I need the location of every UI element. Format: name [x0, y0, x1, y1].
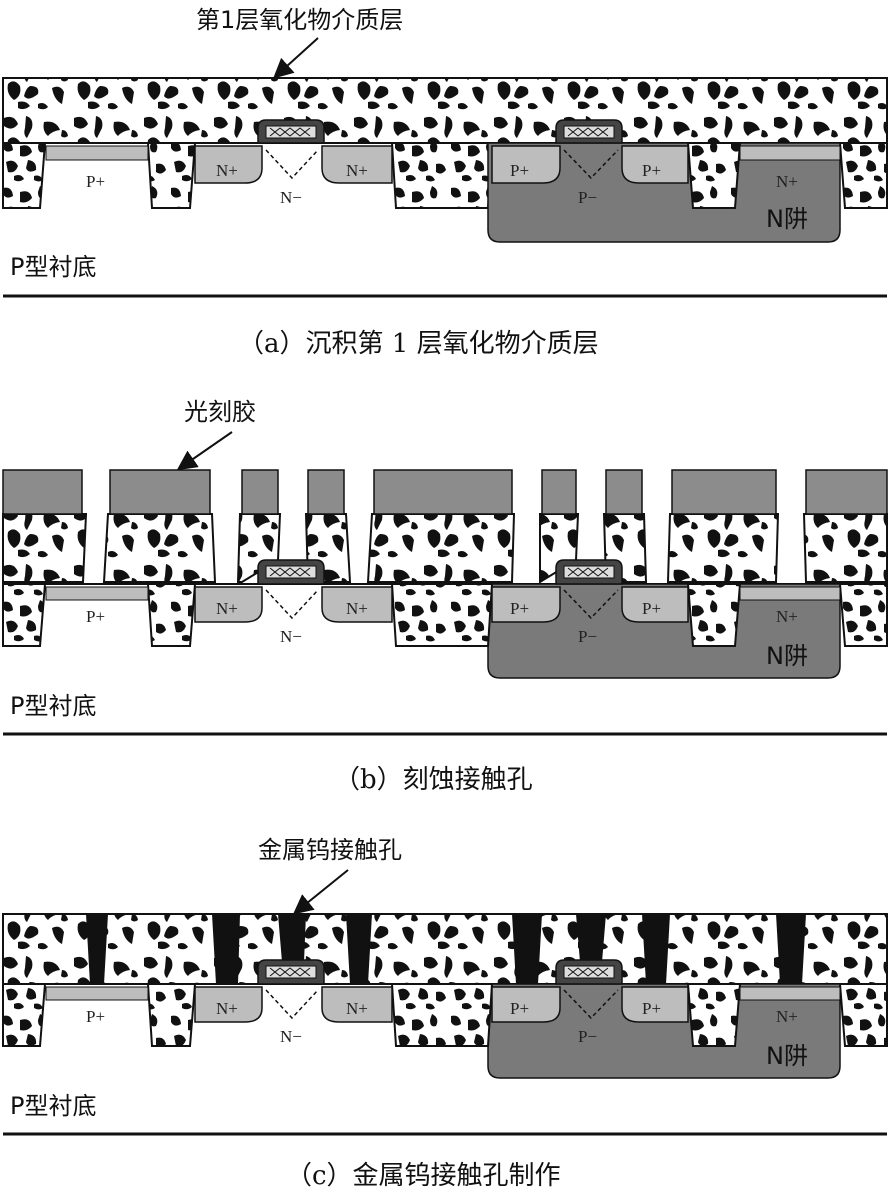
- label-n-well: N阱: [766, 1042, 808, 1070]
- sti-5: [838, 583, 888, 647]
- n-plus-region-2: [321, 586, 393, 623]
- caption-c: （c）金属钨接触孔制作: [286, 1161, 561, 1191]
- sti-1: [2, 983, 47, 1047]
- label-substrate: P型衬底: [10, 692, 96, 720]
- p-plus-region-2: [491, 145, 561, 184]
- caption-a: （a）沉积第 1 层氧化物介质层: [238, 329, 599, 359]
- p-plus-region-1: [45, 986, 149, 1001]
- label-n-well: N阱: [766, 642, 808, 670]
- sti-3: [390, 983, 494, 1047]
- channel-pmos: [563, 149, 619, 180]
- caption-b: （b）刻蚀接触孔: [334, 765, 533, 795]
- label-p-minus: P−: [578, 188, 597, 207]
- label-p-plus-3: P+: [642, 161, 661, 180]
- label-n-plus-3: N+: [776, 607, 798, 626]
- p-plus-region-1: [45, 145, 149, 161]
- label-n-plus-1: N+: [216, 999, 238, 1018]
- sti-2: [146, 983, 197, 1047]
- callout-arrow: [273, 37, 319, 79]
- sti-5: [838, 142, 888, 209]
- n-plus-region-2: [321, 986, 393, 1023]
- sti-2: [146, 583, 197, 647]
- n-plus-region-1: [194, 586, 263, 623]
- n-plus-region-3: [739, 145, 841, 161]
- gate-nmos: [257, 119, 325, 144]
- callout-oxide-layer: 第1层氧化物介质层: [196, 6, 403, 34]
- gate-pmos: [555, 119, 623, 144]
- label-n-plus-1: N+: [216, 599, 238, 618]
- n-well: [487, 583, 841, 679]
- label-substrate: P型衬底: [10, 253, 96, 281]
- n-plus-region-3: [739, 586, 841, 601]
- gate-pmos: [555, 559, 623, 585]
- sti-3: [390, 142, 494, 209]
- label-n-plus-2: N+: [346, 161, 368, 180]
- sti-3: [390, 583, 494, 647]
- callout-photoresist: 光刻胶: [184, 398, 256, 426]
- panel-a: P+ N+ N+ N− P+ P+ P− N+ N阱 P型衬底 第1层氧化物介质…: [2, 6, 888, 359]
- callout-arrow: [176, 431, 233, 471]
- label-n-plus-3: N+: [776, 1007, 798, 1026]
- p-plus-region-3: [621, 145, 689, 184]
- label-substrate: P型衬底: [10, 1092, 96, 1120]
- p-plus-region-3: [621, 586, 689, 623]
- n-plus-region-2: [321, 145, 393, 184]
- sti-4b: [686, 142, 742, 209]
- channel-nmos: [265, 149, 319, 180]
- sti-5: [838, 983, 888, 1047]
- photoresist-blocks: [2, 469, 888, 515]
- p-plus-region-2: [491, 586, 561, 623]
- label-p-plus-3: P+: [642, 999, 661, 1018]
- sti-2: [146, 142, 197, 209]
- oxide-dielectric-layer: [2, 913, 888, 985]
- callout-tungsten-contact: 金属钨接触孔: [258, 836, 402, 864]
- tungsten-contact-plugs: [86, 914, 806, 984]
- label-n-minus: N−: [280, 188, 302, 207]
- n-well: [487, 142, 841, 243]
- label-p-plus-2: P+: [510, 999, 529, 1018]
- label-p-plus-1: P+: [86, 607, 105, 626]
- label-n-plus-3: N+: [776, 172, 798, 191]
- oxide-segments: [2, 513, 888, 584]
- callout-arrow: [292, 869, 349, 915]
- p-plus-region-2: [491, 986, 561, 1023]
- label-n-well: N阱: [766, 205, 808, 233]
- channel-nmos: [265, 989, 319, 1020]
- label-p-plus-1: P+: [86, 172, 105, 191]
- label-p-plus-1: P+: [86, 1007, 105, 1026]
- oxide-dielectric-layer: [2, 77, 888, 144]
- label-n-plus-1: N+: [216, 161, 238, 180]
- gate-nmos: [257, 959, 325, 985]
- n-plus-region-3: [739, 986, 841, 1001]
- gate-nmos: [257, 559, 325, 585]
- label-n-minus: N−: [280, 1027, 302, 1046]
- channel-pmos: [563, 989, 619, 1020]
- label-n-plus-2: N+: [346, 599, 368, 618]
- label-p-plus-2: P+: [510, 161, 529, 180]
- n-plus-region-1: [194, 145, 263, 184]
- sti-1: [2, 142, 47, 209]
- n-well: [487, 983, 841, 1079]
- label-p-minus: P−: [578, 1027, 597, 1046]
- p-plus-region-1: [45, 586, 149, 601]
- label-p-minus: P−: [578, 627, 597, 646]
- sti-4: [686, 983, 742, 1047]
- label-n-minus: N−: [280, 627, 302, 646]
- label-n-plus-2: N+: [346, 999, 368, 1018]
- p-plus-region-3: [621, 986, 689, 1023]
- gate-pmos: [555, 959, 623, 985]
- channel-nmos: [265, 589, 319, 620]
- label-p-plus-2: P+: [510, 599, 529, 618]
- n-plus-region-1: [194, 986, 263, 1023]
- sti-1: [2, 583, 47, 647]
- panel-b: P+ N+ N+ N− P+ P+ P− N+ N阱 P型衬底 光刻胶 （b）刻…: [2, 398, 888, 795]
- label-p-plus-3: P+: [642, 599, 661, 618]
- panel-c: P+ N+ N+ N− P+ P+ P− N+ N阱 P型衬底 金属钨接触孔 （…: [2, 836, 888, 1191]
- sti-4: [686, 583, 742, 647]
- channel-pmos: [563, 589, 619, 620]
